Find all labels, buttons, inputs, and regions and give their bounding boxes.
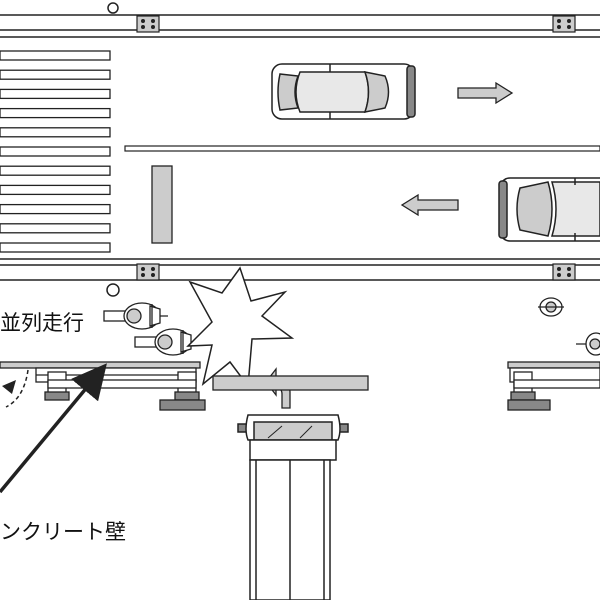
crosswalk-stripe	[0, 88, 111, 100]
guardrail-bracket-bottom-left	[136, 263, 160, 281]
swing-gate-arc	[5, 369, 29, 408]
truck	[237, 414, 349, 600]
car-westbound	[498, 177, 600, 242]
label-parallel-running: 並列走行	[0, 311, 84, 335]
center-line	[124, 145, 600, 152]
guardrail-bracket-top-left	[136, 15, 160, 33]
median-block	[151, 165, 173, 244]
utility-pole-bottom	[106, 283, 120, 297]
concrete-wall-right	[507, 361, 600, 411]
crosswalk-stripe	[0, 184, 111, 196]
crosswalk-stripe	[0, 223, 111, 234]
arrow-right	[457, 81, 514, 105]
crosswalk-stripe	[0, 107, 111, 119]
road-top-edge	[0, 14, 600, 38]
crosswalk-stripe	[0, 50, 111, 61]
crosswalk-stripe	[0, 127, 111, 138]
guardrail-bracket-bottom-right	[552, 263, 576, 281]
cyclist-4	[576, 332, 600, 356]
crosswalk-stripe	[0, 146, 111, 157]
crosswalk-stripe	[0, 165, 111, 176]
collision-burst	[186, 266, 295, 389]
pointer-arrow	[0, 363, 107, 494]
crosswalk-stripe	[0, 69, 111, 80]
crosswalk	[0, 50, 111, 253]
road-bottom-edge	[0, 258, 600, 281]
arrow-left	[400, 193, 459, 217]
car-eastbound	[271, 63, 416, 120]
cyclist-3	[538, 297, 564, 317]
label-concrete-wall: ンクリート壁	[0, 520, 126, 544]
guardrail-bracket-top-right	[552, 15, 576, 33]
swing-gate-arrow	[2, 380, 16, 394]
cyclist-2	[134, 328, 199, 356]
utility-pole-top	[107, 2, 119, 14]
sidewalk-strip	[212, 375, 369, 391]
crosswalk-stripe	[0, 242, 111, 253]
crosswalk-stripe	[0, 203, 111, 215]
concrete-wall-left	[0, 361, 206, 411]
cyclist-1	[103, 302, 168, 330]
